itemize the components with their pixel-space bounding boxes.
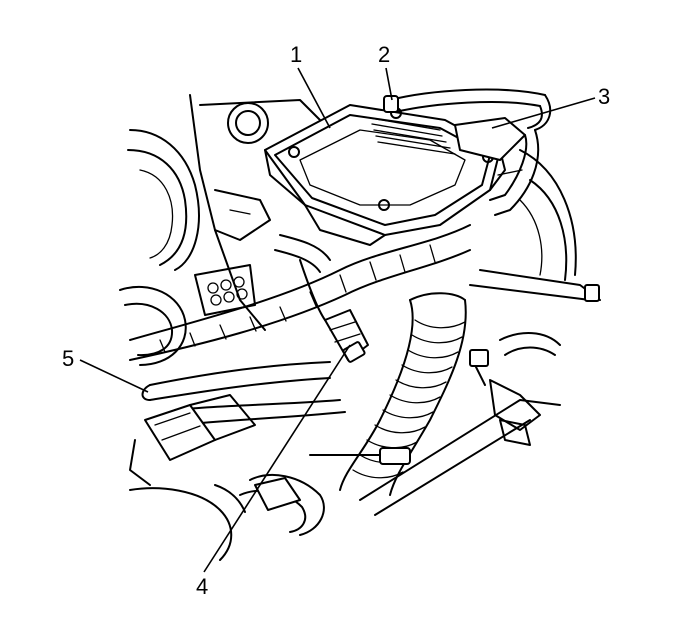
lower-harness	[129, 361, 346, 486]
leader-5	[79, 359, 149, 393]
callout-1: 1	[290, 42, 302, 67]
engine-block	[119, 94, 321, 366]
callout-2: 2	[378, 42, 390, 67]
air-intake-duct	[339, 292, 467, 496]
vacuum-hose	[383, 88, 552, 131]
callout-labels: 1 2 3 4 5	[62, 42, 610, 599]
harness-connector	[454, 117, 540, 216]
right-components	[469, 149, 601, 446]
cap-bolt	[227, 102, 269, 144]
callout-5: 5	[62, 346, 74, 371]
leader-2	[385, 67, 393, 101]
ignition-module-cover	[264, 104, 506, 246]
wiring-harness	[129, 224, 471, 361]
spark-plug-cluster	[194, 264, 256, 316]
hose-clamp	[129, 349, 561, 561]
callout-4: 4	[196, 574, 208, 599]
callout-3: 3	[598, 84, 610, 109]
leader-4	[203, 344, 351, 573]
leader-lines	[79, 67, 596, 573]
leader-1	[297, 67, 331, 129]
leader-3	[491, 97, 596, 129]
sensor-connector	[299, 259, 369, 363]
